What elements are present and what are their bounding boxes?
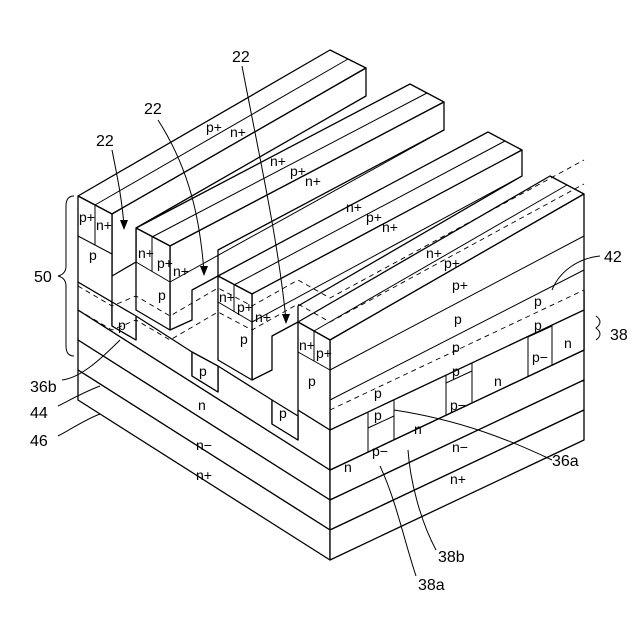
label-s2-p: p xyxy=(158,287,166,303)
ref-22-a: 22 xyxy=(96,133,114,150)
label-p-plus-1: p+ xyxy=(206,119,222,135)
label-s2-n-plus: n+ xyxy=(138,245,154,261)
label-s3-bottom-p: p xyxy=(279,405,287,421)
ref-44: 44 xyxy=(30,405,48,422)
label-base-n-plus: n+ xyxy=(196,467,212,483)
label-s3-p-plus: p+ xyxy=(237,299,253,315)
label-s2-bottom-p: p xyxy=(199,363,207,379)
ref-50: 50 xyxy=(34,269,52,286)
label-right-n-minus: n− xyxy=(452,439,468,455)
ref-38a: 38a xyxy=(418,577,445,594)
label-p-plus-2: p+ xyxy=(290,163,306,179)
label-s1-p-plus: p+ xyxy=(79,209,95,225)
label-col2-p-b: p xyxy=(452,363,460,379)
label-s3-p: p xyxy=(240,331,248,347)
label-s1-bottom-p: p xyxy=(118,317,126,333)
label-n-plus-1: n+ xyxy=(230,124,246,140)
label-col2-p-minus: p− xyxy=(450,397,466,413)
label-col1-p-a: p xyxy=(374,385,382,401)
label-col2-p-a: p xyxy=(452,339,460,355)
label-col3-p-b: p xyxy=(534,317,542,333)
label-n-plus-3: n+ xyxy=(305,173,321,189)
label-s3-n-plus-b: n+ xyxy=(255,309,271,325)
label-s2-n-plus-b: n+ xyxy=(173,263,189,279)
ref-38b: 38b xyxy=(438,549,465,566)
ref-42: 42 xyxy=(604,249,622,266)
label-n-plus-4: n+ xyxy=(346,199,362,215)
label-s4-p-plus: p+ xyxy=(316,345,332,361)
ref-22-c: 22 xyxy=(232,49,250,66)
label-n-plus-5: n+ xyxy=(382,219,398,235)
ref-38: 38 xyxy=(610,327,628,344)
label-col1-p-minus: p− xyxy=(372,443,388,459)
label-right-n-3: n xyxy=(494,373,502,389)
label-p-plus-4: p+ xyxy=(444,255,460,271)
label-base-n-minus: n− xyxy=(196,437,212,453)
label-right-n-2: n xyxy=(414,421,422,437)
label-right-n-1: n xyxy=(344,459,352,475)
label-base-n: n xyxy=(198,397,206,413)
label-s3-n-plus: n+ xyxy=(219,289,235,305)
label-p-big: p xyxy=(454,311,462,327)
label-n-plus-2: n+ xyxy=(270,153,286,169)
label-col3-p-a: p xyxy=(534,293,542,309)
label-n-plus-6: n+ xyxy=(426,245,442,261)
label-s4-n-plus: n+ xyxy=(299,337,315,353)
ref-22-b: 22 xyxy=(144,101,162,118)
label-col3-p-minus: p− xyxy=(532,349,548,365)
label-s2-p-plus: p+ xyxy=(157,255,173,271)
label-s1-p: p xyxy=(89,247,97,263)
label-p-plus-5: p+ xyxy=(452,277,468,293)
label-s1-n-plus: n+ xyxy=(96,217,112,233)
ref-36b: 36b xyxy=(30,379,57,396)
label-s4-p: p xyxy=(308,373,316,389)
ref-36a: 36a xyxy=(552,453,579,470)
label-p-plus-3: p+ xyxy=(366,209,382,225)
label-right-n-plus: n+ xyxy=(450,471,466,487)
ref-46: 46 xyxy=(30,433,48,450)
label-col1-p-b: p xyxy=(374,407,382,423)
label-right-n-4: n xyxy=(564,335,572,351)
